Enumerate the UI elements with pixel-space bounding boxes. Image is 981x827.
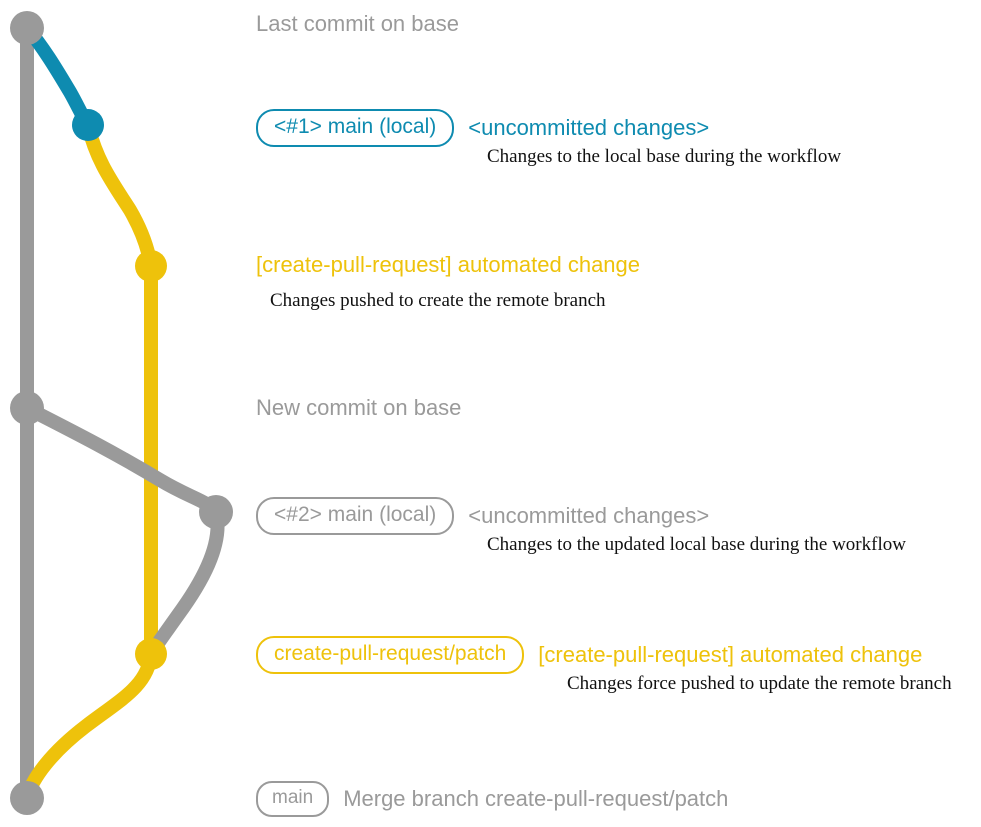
commit-node-patch-update[interactable] xyxy=(135,638,167,670)
commit-message: <uncommitted changes> xyxy=(468,503,710,528)
row-local-2: <#2> main (local) <uncommitted changes> xyxy=(256,497,709,535)
branch-graph-svg xyxy=(10,11,233,815)
branch-badge-create-pull-request-patch[interactable]: create-pull-request/patch xyxy=(256,636,525,674)
row-create-remote-branch: [create-pull-request] automated change xyxy=(256,253,640,277)
commit-message: <uncommitted changes> xyxy=(468,115,710,140)
branch-badge-main-local-2[interactable]: <#2> main (local) xyxy=(256,497,455,535)
commit-message: Last commit on base xyxy=(256,11,459,36)
base-to-local2-line xyxy=(20,401,223,519)
commit-message: [create-pull-request] automated change xyxy=(256,252,641,277)
row-last-commit-on-base: Last commit on base xyxy=(256,12,459,36)
row-description: Changes pushed to create the remote bran… xyxy=(270,290,606,311)
row-merge: main Merge branch create-pull-request/pa… xyxy=(256,781,728,817)
local2-to-patch-line xyxy=(144,505,225,661)
commit-node-local-2[interactable] xyxy=(199,495,233,529)
branch-badge-main[interactable]: main xyxy=(256,781,330,817)
row-description: Changes to the local base during the wor… xyxy=(487,146,842,167)
commit-node-base-top[interactable] xyxy=(10,11,44,45)
base-to-local1-line xyxy=(20,21,95,132)
commit-node-local-1[interactable] xyxy=(72,109,104,141)
commit-message: New commit on base xyxy=(256,395,462,420)
commit-message: Merge branch create-pull-request/patch xyxy=(343,786,729,811)
row-local-1: <#1> main (local) <uncommitted changes> xyxy=(256,109,709,147)
commit-node-base-new[interactable] xyxy=(10,391,44,425)
row-description: Changes to the updated local base during… xyxy=(487,534,906,555)
commit-message: [create-pull-request] automated change xyxy=(538,642,923,667)
row-new-commit-on-base: New commit on base xyxy=(256,396,461,420)
local1-to-patch-line xyxy=(81,118,158,273)
branch-badge-main-local-1[interactable]: <#1> main (local) xyxy=(256,109,455,147)
row-update-remote-branch: create-pull-request/patch [create-pull-r… xyxy=(256,636,922,674)
commit-node-base-merge[interactable] xyxy=(10,781,44,815)
row-description: Changes force pushed to update the remot… xyxy=(567,673,952,694)
patch-to-merge-line xyxy=(20,647,158,805)
commit-node-patch-create[interactable] xyxy=(135,250,167,282)
